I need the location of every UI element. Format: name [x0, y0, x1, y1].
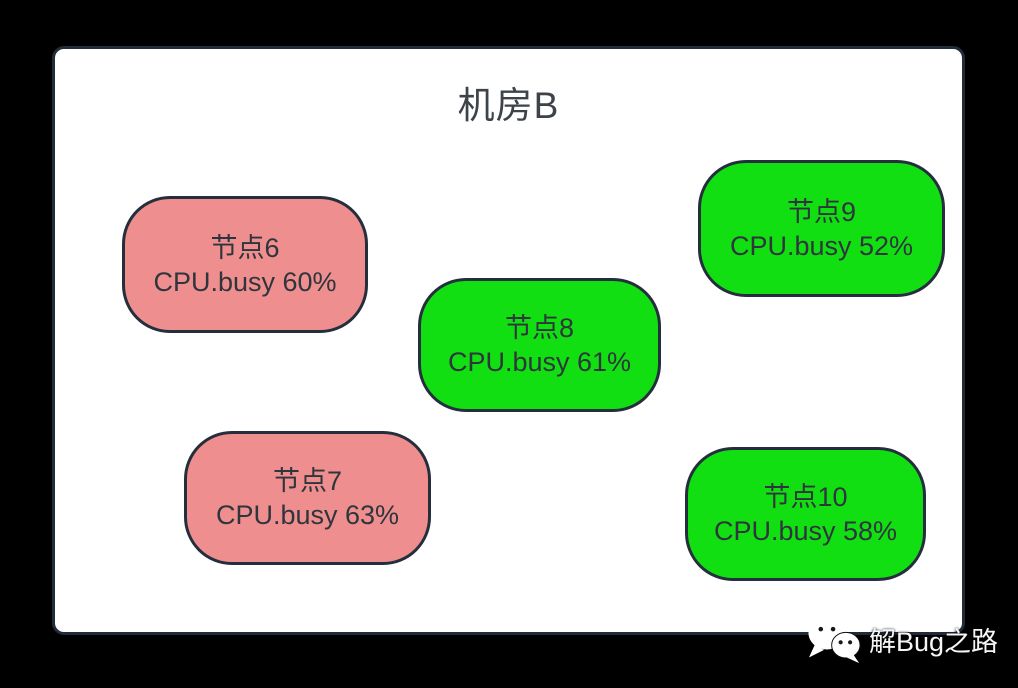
node-name: 节点7 — [272, 466, 343, 496]
node-name: 节点8 — [504, 313, 575, 343]
node-name: 节点10 — [763, 482, 848, 512]
watermark: 解Bug之路 — [806, 610, 998, 668]
room-title: 机房B — [457, 85, 560, 126]
wechat-icon — [808, 615, 861, 663]
node-8: 节点8 CPU.busy 61% — [418, 278, 661, 412]
node-cpu-metric: CPU.busy 61% — [447, 347, 632, 377]
node-10: 节点10 CPU.busy 58% — [685, 447, 926, 581]
node-9: 节点9 CPU.busy 52% — [698, 160, 945, 297]
node-name: 节点6 — [210, 232, 280, 263]
node-cpu-metric: CPU.busy 60% — [153, 266, 337, 297]
node-7: 节点7 CPU.busy 63% — [184, 431, 431, 565]
watermark-text: 解Bug之路 — [869, 626, 999, 657]
node-cpu-metric: CPU.busy 58% — [713, 516, 898, 546]
node-name: 节点9 — [786, 196, 857, 227]
node-cpu-metric: CPU.busy 52% — [729, 230, 914, 261]
node-6: 节点6 CPU.busy 60% — [122, 196, 368, 333]
node-cpu-metric: CPU.busy 63% — [215, 500, 400, 530]
